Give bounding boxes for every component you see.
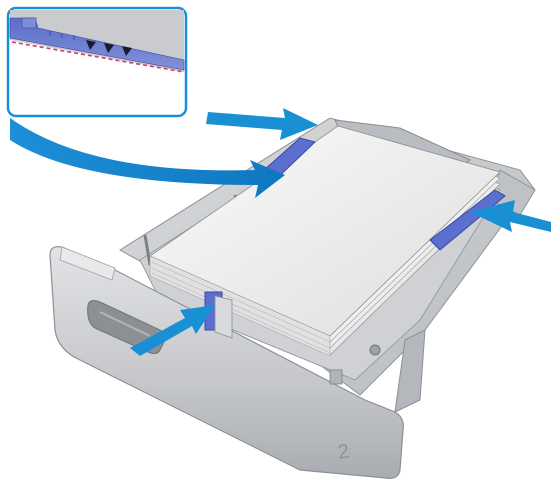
max-fill-line <box>11 41 185 73</box>
paper-width-guides[interactable] <box>204 137 506 339</box>
detail-inset <box>6 6 188 118</box>
arrows <box>130 108 551 356</box>
arrow-right <box>470 200 551 232</box>
triangle-mark <box>104 43 114 53</box>
triangle-mark <box>86 40 96 50</box>
inset-guide-tab <box>21 17 37 29</box>
triangle-mark <box>122 46 132 56</box>
tray-number-label: 2 <box>337 441 351 464</box>
front-guide-tab <box>214 295 233 339</box>
tray-clip <box>329 369 343 385</box>
callout-sweep-arrow <box>10 118 285 198</box>
paper-stack <box>149 125 501 357</box>
latch-knob <box>369 344 381 356</box>
right-guide[interactable] <box>429 189 506 251</box>
side-post <box>143 234 152 266</box>
arrow-top-left <box>206 108 318 140</box>
arrow-bottom-left <box>130 305 215 356</box>
band-ticks <box>49 31 75 40</box>
